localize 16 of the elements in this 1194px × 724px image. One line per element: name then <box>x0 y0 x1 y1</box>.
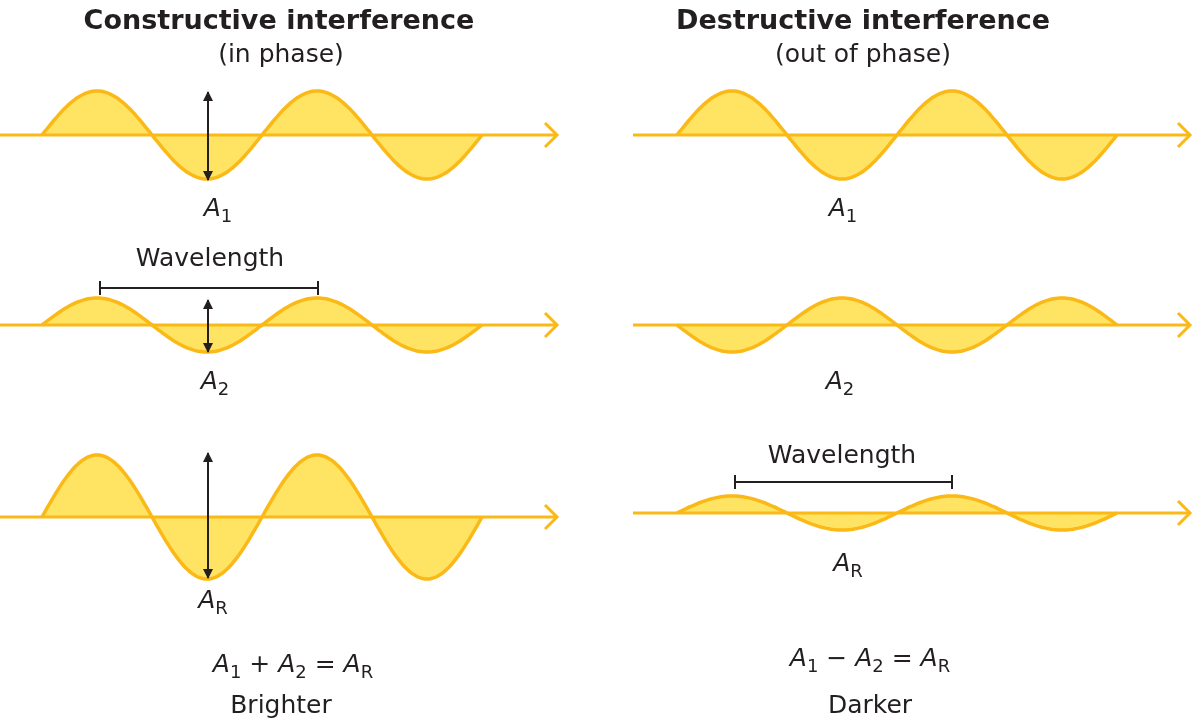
equation: A$_{1}$ − A$_{2}$ = A$_{R}$ <box>789 643 951 677</box>
amplitude-label: A$_{R}$ <box>833 548 863 582</box>
subheading: (out of phase) <box>775 39 951 69</box>
equation: A$_{1}$ + A$_{2}$ = A$_{R}$ <box>212 649 374 683</box>
amplitude-label: A$_{1}$ <box>203 193 233 227</box>
wavelength-label: Wavelength <box>767 440 917 470</box>
result-label: Brighter <box>230 690 332 720</box>
amplitude-label: A$_{2}$ <box>200 366 230 400</box>
amplitude-label: A$_{R}$ <box>198 585 228 619</box>
result-label: Darker <box>827 690 913 720</box>
heading: Destructive interference <box>676 4 1050 36</box>
heading: Constructive interference <box>83 4 475 36</box>
amplitude-label: A$_{2}$ <box>825 366 855 400</box>
subheading: (in phase) <box>218 39 344 69</box>
amplitude-label: A$_{1}$ <box>828 193 858 227</box>
wavelength-label: Wavelength <box>135 243 285 273</box>
